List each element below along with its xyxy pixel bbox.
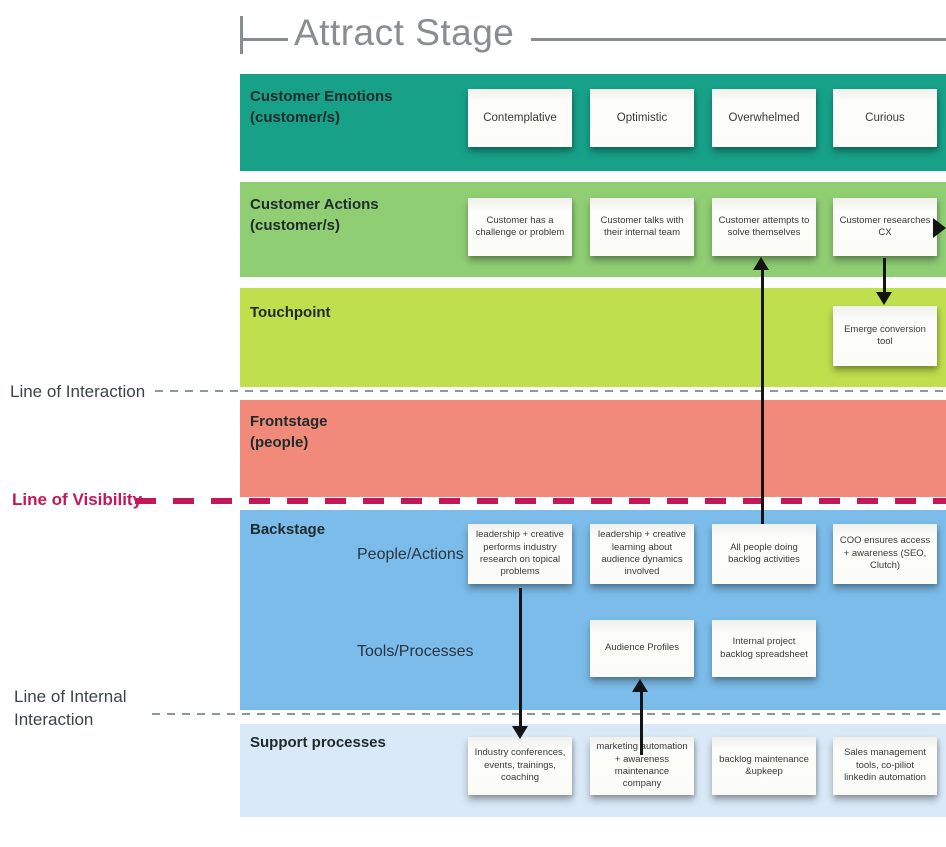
sticky-note[interactable]: Curious (833, 89, 937, 147)
stage-title: Attract Stage (294, 12, 515, 53)
arrow-up-icon (753, 257, 769, 270)
row-touchpoint (240, 288, 946, 387)
row-label-customer-emotions: Customer Emotions (customer/s) (250, 88, 393, 126)
title-rule (531, 38, 946, 41)
title-left-bracket (240, 16, 243, 54)
row-label-frontstage: Frontstage (people) (250, 413, 328, 451)
arrow-right-icon (933, 218, 946, 238)
arrow-down-icon (876, 292, 892, 305)
sticky-note[interactable]: Audience Profiles (590, 620, 694, 677)
sticky-note[interactable]: All people doing backlog activities (712, 524, 816, 584)
row-label-support-processes: Support processes (250, 734, 386, 751)
sticky-note[interactable]: COO ensures access + awareness (SEO, Clu… (833, 524, 937, 584)
sticky-note[interactable]: Customer has a challenge or problem (468, 198, 572, 256)
arrow-line (883, 258, 886, 293)
sticky-note[interactable]: leadership + creative learning about aud… (590, 524, 694, 584)
row-label-backstage: Backstage (250, 521, 326, 538)
sticky-note[interactable]: Emerge conversion tool (833, 306, 937, 366)
sublabel-people-actions: People/Actions (357, 546, 464, 563)
sticky-note[interactable]: Optimistic (590, 89, 694, 147)
row-frontstage (240, 400, 946, 497)
sublabel-tools-processes: Tools/Processes (357, 643, 474, 660)
line-of-visibility-dash (135, 498, 946, 504)
label-line-of-visibility: Line of Visibility (12, 490, 143, 509)
sticky-note[interactable]: Customer talks with their internal team (590, 198, 694, 256)
sticky-note[interactable]: Contemplative (468, 89, 572, 147)
label-line-of-internal-interaction: Line of Internal Interaction (14, 687, 127, 729)
sticky-note[interactable]: leadership + creative performs industry … (468, 524, 572, 584)
line-of-internal-interaction-dash (152, 713, 946, 715)
arrow-up-icon (632, 679, 648, 692)
sticky-note[interactable]: Internal project backlog spreadsheet (712, 620, 816, 677)
line-of-interaction-dash (155, 390, 946, 392)
arrow-line (519, 588, 522, 727)
arrow-line (761, 269, 764, 524)
sticky-note[interactable]: Customer attempts to solve themselves (712, 198, 816, 256)
row-label-customer-actions: Customer Actions (customer/s) (250, 196, 379, 234)
sticky-note[interactable]: Overwhelmed (712, 89, 816, 147)
sticky-note[interactable]: Customer researches CX (833, 198, 937, 256)
arrow-down-icon (512, 726, 528, 739)
label-line-of-interaction: Line of Interaction (10, 382, 146, 401)
row-label-touchpoint: Touchpoint (250, 304, 331, 321)
sticky-note[interactable]: Industry conferences, events, trainings,… (468, 737, 572, 795)
sticky-note[interactable]: Sales management tools, co-piliot linked… (833, 737, 937, 795)
arrow-line (640, 691, 643, 755)
sticky-note[interactable]: backlog maintenance &upkeep (712, 737, 816, 795)
title-left-tick (242, 38, 288, 41)
